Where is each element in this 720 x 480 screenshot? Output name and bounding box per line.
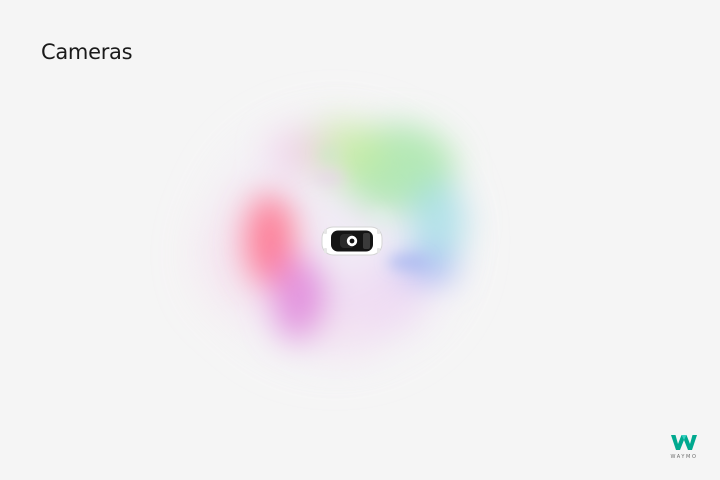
camera-field-details (314, 147, 428, 269)
car-top-view-icon (321, 226, 383, 256)
waymo-logo: WAYMO (666, 432, 702, 466)
waymo-logo-icon (671, 435, 697, 450)
logo-wordmark: WAYMO (670, 454, 698, 460)
page-title: Cameras (41, 40, 133, 64)
